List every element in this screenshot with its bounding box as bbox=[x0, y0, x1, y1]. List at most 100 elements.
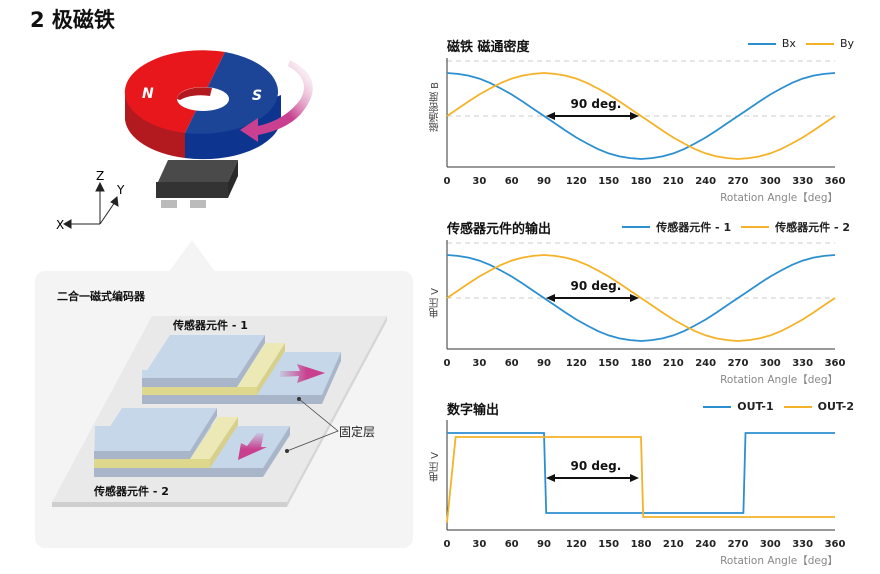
x-tick-label: 30 bbox=[472, 358, 487, 369]
legend-swatch bbox=[747, 42, 776, 45]
chart-title: 传感器元件的输出 bbox=[447, 222, 552, 237]
x-axis-label: X bbox=[56, 218, 64, 232]
arrowhead-right-icon bbox=[630, 474, 639, 482]
x-tick-label: 120 bbox=[565, 176, 587, 187]
x-tick-label: 330 bbox=[792, 176, 814, 187]
x-tick-label: 270 bbox=[727, 358, 749, 369]
x-tick-label: 180 bbox=[630, 176, 652, 187]
x-tick-label: 120 bbox=[565, 539, 587, 550]
page-title: 2 极磁铁 bbox=[30, 8, 115, 32]
element2-label: 传感器元件 - 2 bbox=[94, 485, 169, 498]
sensor-element-1 bbox=[142, 335, 341, 404]
phase-annotation: 90 deg. bbox=[570, 279, 622, 293]
arrowhead-left-icon bbox=[546, 112, 555, 120]
encoder-diagram bbox=[52, 316, 387, 507]
series-line bbox=[447, 432, 835, 514]
x-tick-label: 60 bbox=[504, 539, 519, 550]
chart-legend: Bx By bbox=[747, 37, 854, 50]
x-axis-label: Rotation Angle【deg】 bbox=[720, 555, 838, 567]
phase-annotation: 90 deg. bbox=[570, 97, 622, 111]
legend-item: 传感器元件 - 1 bbox=[622, 219, 731, 235]
series-line bbox=[446, 254, 836, 342]
callout-pointer bbox=[168, 240, 216, 273]
legend-swatch bbox=[783, 405, 812, 408]
x-tick-label: 270 bbox=[727, 539, 749, 550]
legend-label: Bx bbox=[781, 37, 796, 50]
x-tick-label: 90 bbox=[537, 176, 551, 187]
chart-legend: OUT-1 OUT-2 bbox=[703, 400, 854, 413]
x-tick-label: 180 bbox=[630, 539, 652, 550]
y-axis-label: 磁通密度 B bbox=[430, 82, 441, 133]
arrowhead-left-icon bbox=[546, 294, 555, 302]
magnet-illustration: N S Z Y X bbox=[56, 50, 313, 232]
x-tick-label: 90 bbox=[537, 358, 551, 369]
x-tick-label: 210 bbox=[662, 539, 684, 550]
pinned-layer-label: 固定层 bbox=[339, 425, 376, 439]
x-axis-label: Rotation Angle【deg】 bbox=[720, 374, 838, 386]
series-line bbox=[446, 254, 836, 342]
x-tick-label: 150 bbox=[598, 176, 620, 187]
x-tick-label: 0 bbox=[443, 176, 451, 187]
x-tick-label: 30 bbox=[472, 176, 487, 187]
magnetization-arrow-icon bbox=[280, 364, 325, 383]
phase-annotation: 90 deg. bbox=[570, 459, 622, 473]
ring-magnet bbox=[124, 50, 281, 160]
legend-item: Bx bbox=[747, 37, 796, 50]
x-tick-label: 330 bbox=[792, 539, 814, 550]
x-tick-label: 240 bbox=[695, 358, 717, 369]
x-tick-label: 0 bbox=[443, 539, 451, 550]
x-tick-label: 300 bbox=[759, 539, 781, 550]
legend-swatch bbox=[703, 405, 732, 408]
x-tick-label: 210 bbox=[662, 176, 684, 187]
y-axis-label: 电压 V bbox=[430, 288, 441, 319]
x-tick-label: 210 bbox=[662, 358, 684, 369]
series-line bbox=[446, 72, 836, 160]
x-tick-label: 240 bbox=[695, 176, 717, 187]
legend-label: OUT-2 bbox=[817, 400, 854, 413]
x-tick-label: 60 bbox=[504, 358, 519, 369]
x-tick-label: 300 bbox=[759, 358, 781, 369]
rotation-arrow-icon bbox=[240, 60, 313, 142]
legend-label: By bbox=[839, 37, 854, 50]
legend-label: OUT-1 bbox=[737, 400, 774, 413]
x-tick-label: 60 bbox=[504, 176, 519, 187]
x-tick-label: 360 bbox=[824, 539, 846, 550]
x-tick-label: 150 bbox=[598, 358, 620, 369]
x-tick-label: 300 bbox=[759, 176, 781, 187]
arrowhead-left-icon bbox=[546, 474, 555, 482]
legend-item: 传感器元件 - 2 bbox=[741, 219, 850, 235]
y-axis-label: 电压 V bbox=[430, 452, 441, 483]
legend-swatch bbox=[741, 226, 770, 228]
x-tick-label: 240 bbox=[695, 539, 717, 550]
x-tick-label: 360 bbox=[824, 176, 846, 187]
pinned-layer-leader bbox=[286, 398, 339, 452]
element1-label: 传感器元件 - 1 bbox=[173, 319, 248, 332]
series-line bbox=[446, 436, 835, 523]
sensor-element-2 bbox=[94, 408, 290, 477]
x-tick-label: 150 bbox=[598, 539, 620, 550]
x-axis-label: Rotation Angle【deg】 bbox=[720, 192, 838, 204]
x-tick-label: 90 bbox=[537, 539, 551, 550]
x-tick-label: 0 bbox=[443, 358, 451, 369]
x-tick-label: 360 bbox=[824, 358, 846, 369]
legend-item: By bbox=[805, 37, 854, 50]
x-tick-label: 30 bbox=[472, 539, 487, 550]
north-pole-label: N bbox=[142, 86, 154, 102]
legend-item: OUT-2 bbox=[783, 400, 854, 413]
sensor-chip bbox=[156, 160, 238, 208]
legend-swatch bbox=[622, 226, 651, 228]
axes-icon bbox=[62, 181, 119, 229]
z-axis-label: Z bbox=[96, 169, 104, 183]
legend-swatch bbox=[805, 42, 834, 45]
chart-legend: 传感器元件 - 1 传感器元件 - 2 bbox=[622, 219, 850, 235]
arrowhead-right-icon bbox=[630, 112, 639, 120]
series-line bbox=[446, 72, 836, 160]
encoder-title: 二合一磁式编码器 bbox=[57, 290, 145, 303]
legend-label: 传感器元件 - 2 bbox=[775, 221, 850, 234]
legend-item: OUT-1 bbox=[703, 400, 774, 413]
magnetization-arrow-icon bbox=[238, 433, 267, 460]
x-tick-label: 180 bbox=[630, 358, 652, 369]
chart-title: 磁铁 磁通密度 bbox=[447, 40, 530, 55]
x-tick-label: 330 bbox=[792, 358, 814, 369]
chart-title: 数字输出 bbox=[447, 403, 500, 418]
